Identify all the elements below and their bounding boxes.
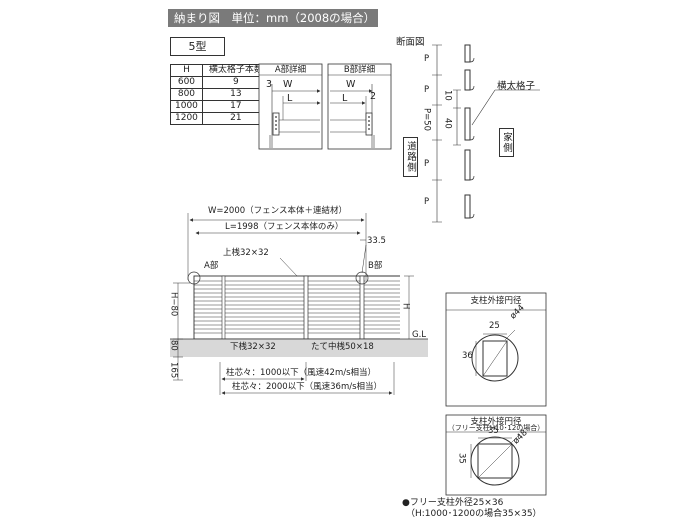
circle1-dim-36: 36 [462, 351, 473, 361]
detail-b-l: L [342, 93, 348, 104]
footnote-line-1: ●フリー支柱外径25×36 [402, 498, 504, 508]
l-dimension: L=1998（フェンス本体のみ） [225, 222, 344, 232]
table-header-row: H 横太格子本数 [170, 64, 270, 77]
section-p-label: P [424, 54, 430, 64]
detail-b-w: W [346, 79, 356, 90]
circle2-dim-35-top: 35 [488, 426, 499, 436]
table-row: 600 9 [170, 76, 270, 89]
circle1-dim-25: 25 [489, 321, 500, 331]
table-cell: 21 [201, 112, 270, 125]
b-part-label: B部 [368, 261, 383, 271]
table-row: 800 13 [170, 88, 270, 101]
section-p-label: P [424, 85, 430, 95]
cross-section [432, 44, 540, 223]
circle2-dim-35-side: 35 [456, 453, 467, 464]
dim-165: 165 [168, 362, 179, 379]
circle2-title: 支柱外接円径 [470, 417, 522, 427]
table-cell: 1200 [170, 112, 203, 125]
dim-80: 80 [168, 340, 179, 351]
bottom-rail-label: 下桟32×32 [230, 342, 276, 352]
post-pitch-2: 柱芯々：2000以下（風速36m/s相当） [232, 382, 383, 392]
table-row: 1200 21 [170, 112, 270, 125]
type-label: 5型 [170, 37, 225, 56]
section-title: 断面図 [396, 37, 425, 48]
post-pitch-1: 柱芯々：1000以下（風速42m/s相当） [226, 368, 377, 378]
fence-elevation [170, 213, 428, 395]
section-p-label: P [424, 159, 430, 169]
detail-a-title: A部詳細 [274, 65, 307, 75]
section-dim-10: 10 [442, 90, 453, 101]
detail-b-dim-2: 2 [370, 91, 377, 102]
a-part-label: A部 [204, 261, 219, 271]
circle2-subtitle: （フリー支柱H10･12の場合） [447, 424, 545, 432]
h-label: H [400, 303, 411, 310]
house-side-label: 家側 [499, 128, 514, 157]
section-p50-label: P=50 [421, 108, 432, 132]
road-side-label: 道路側 [403, 137, 418, 177]
gl-label: G.L [412, 330, 427, 340]
section-p-label: P [424, 197, 430, 207]
detail-a-panel [258, 63, 323, 150]
section-dim-40: 40 [442, 118, 453, 129]
w-dimension: W=2000（フェンス本体＋連結材） [208, 206, 347, 216]
detail-a-w: W [283, 79, 293, 90]
mid-rail-label: たて中桟50×18 [311, 342, 374, 352]
detail-b-title: B部詳細 [343, 65, 376, 75]
lattice-label: 横太格子 [497, 81, 536, 92]
detail-a-l: L [287, 93, 293, 104]
height-table: H 横太格子本数 600 9 800 13 1000 17 1200 21 [170, 64, 270, 125]
detail-a-dim-3: 3 [266, 79, 273, 90]
page-title: 納まり図 単位：mm（2008の場合） [168, 9, 378, 27]
h-minus-80-label: H−80 [168, 292, 179, 317]
top-rail-label: 上桟32×32 [223, 248, 269, 258]
dim-33-5: 33.5 [367, 236, 386, 246]
circle-diagram-2 [445, 414, 547, 496]
circle1-title: 支柱外接円径 [470, 296, 522, 306]
detail-b-panel [327, 63, 392, 150]
circle-diagram-1 [445, 292, 547, 407]
footnote-line-2: （H:1000･1200の場合35×35） [406, 509, 542, 519]
